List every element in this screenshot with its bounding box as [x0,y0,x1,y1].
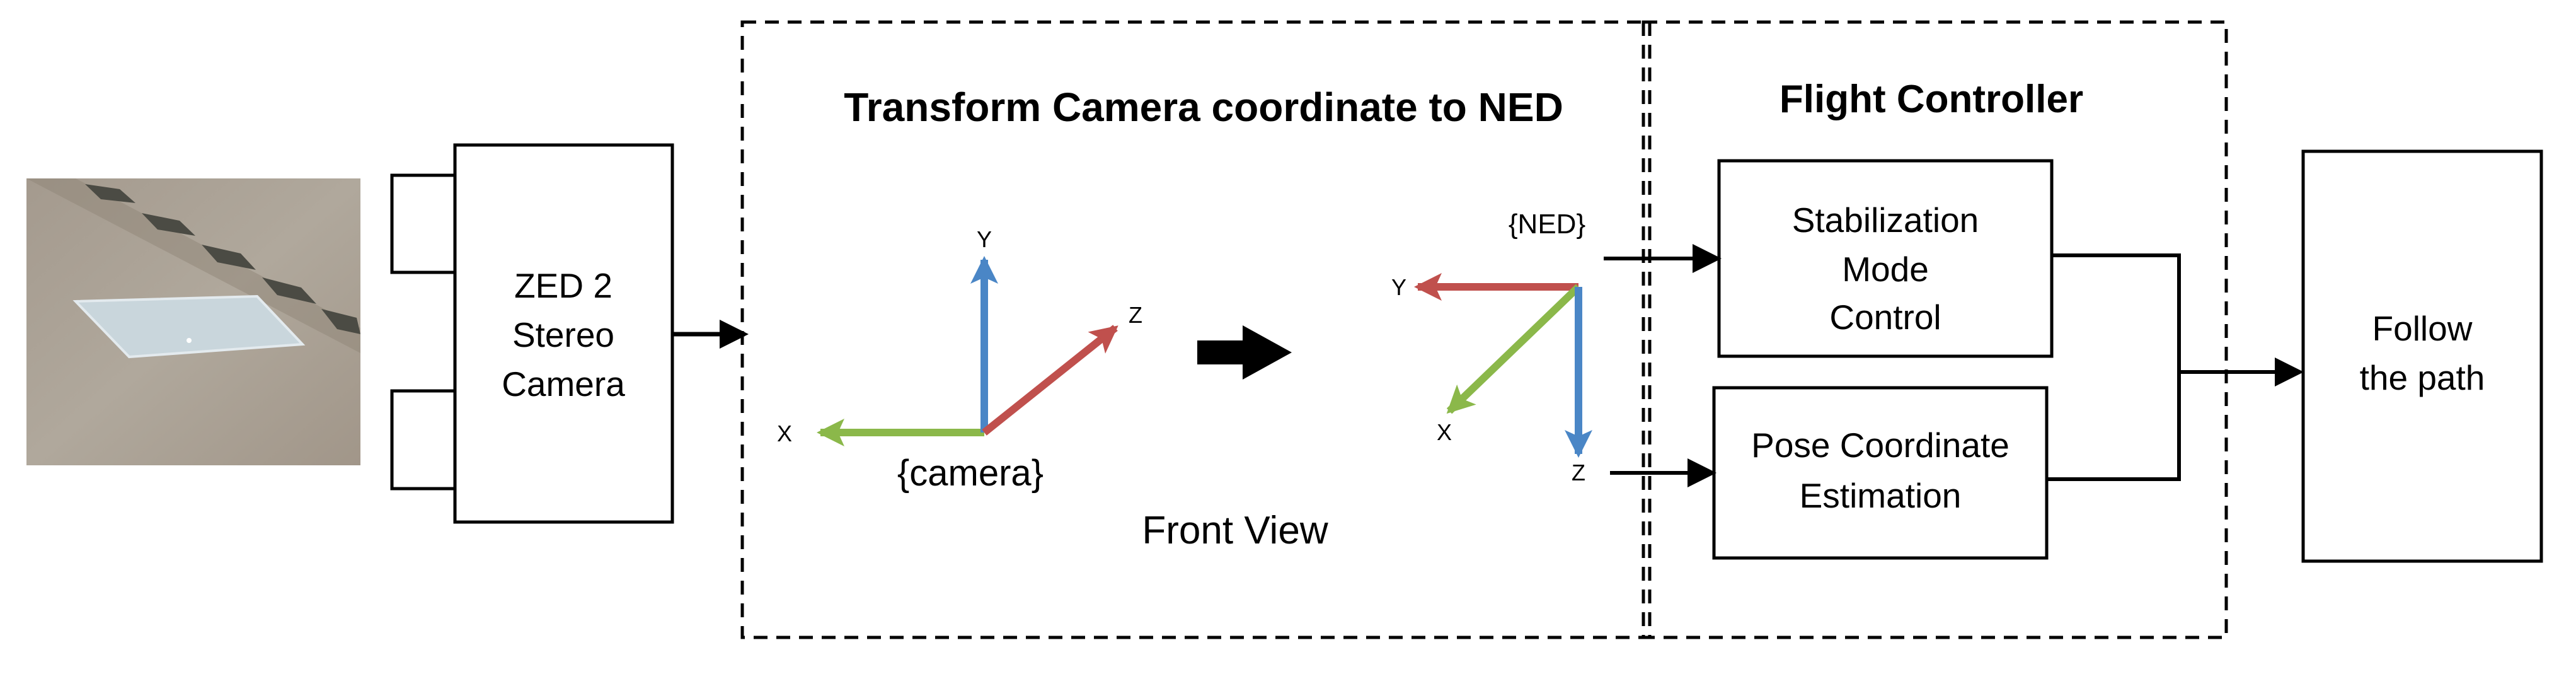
pose-line-1: Pose Coordinate [1751,426,2010,465]
camera-lens-bottom [390,389,457,491]
camera-body [453,143,674,524]
zed2-camera-block: ZED 2 Stereo Camera [390,143,674,524]
camera-lens-top [390,173,457,274]
camera-y-label: Y [977,226,992,252]
camera-z-label: Z [1129,302,1142,328]
camera-frame-label: {camera} [897,453,1044,494]
ned-frame-label: {NED} [1509,209,1585,240]
transform-section-title: Transform Camera coordinate to NED [844,84,1563,130]
ned-coordinate-frame: Y X Z {NED} [1391,209,1592,485]
follow-path-box [2301,149,2543,563]
camera-coordinate-frame: X Y Z {camera} [777,226,1142,494]
follow-path-line-2: the path [2360,358,2485,397]
flight-controller-border [1642,20,2228,639]
ned-z-label: Z [1572,460,1585,485]
follow-the-path-block: Follow the path [2301,149,2543,563]
camera-label-line-1: ZED 2 [514,266,612,305]
front-view-label: Front View [1142,509,1328,552]
pose-coordinate-estimation-block [1712,386,2049,560]
ned-x-axis [1446,284,1582,414]
ned-x-label: X [1437,419,1452,445]
flight-controller-title: Flight Controller [1780,78,2083,121]
landing-pad-photo [26,178,360,465]
transform-section: Transform Camera coordinate to NED Front… [740,20,1652,639]
stabilization-line-3: Control [1829,298,1941,337]
pose-line-2: Estimation [1800,476,1962,515]
stabilization-line-1: Stabilization [1792,200,1979,240]
camera-label-line-2: Stereo [512,315,614,354]
stabilization-mode-control-block [1717,159,2054,358]
follow-path-line-1: Follow [2372,309,2473,348]
stabilization-line-2: Mode [1842,250,1929,289]
transform-section-border [740,20,1652,639]
merge-connector [2047,253,2181,481]
flight-controller-section: Flight Controller Stabilization Mode Con… [1604,20,2228,639]
transform-arrow [1197,325,1292,380]
camera-x-label: X [777,421,792,446]
ned-y-label: Y [1391,274,1406,300]
camera-label-line-3: Camera [502,364,625,404]
camera-z-axis [982,325,1118,436]
